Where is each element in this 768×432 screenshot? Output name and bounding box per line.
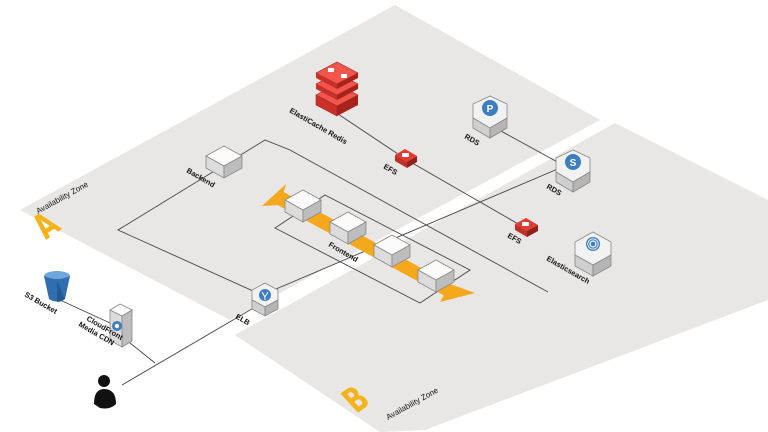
- efs-icon: [515, 218, 538, 237]
- line-elb-to-backend: [117, 139, 549, 296]
- load-balancer-icon: [251, 282, 279, 317]
- rds-database-icon: P: [472, 95, 508, 139]
- user-icon: [94, 375, 116, 409]
- availability-zone-a-area: [20, 5, 600, 320]
- efs-icon: [395, 149, 417, 168]
- line-user-to-elb: [121, 302, 263, 386]
- line-s3-to-cloudfront: [59, 299, 111, 324]
- elasticsearch-icon: [574, 231, 612, 277]
- backend-server: [205, 145, 243, 179]
- frontend-scaling-arrow: [262, 184, 475, 302]
- elb-label: ELB: [234, 312, 252, 328]
- redis-icon: [315, 61, 359, 117]
- line-elb-to-rds: [261, 167, 561, 296]
- rds-b-glyph: S: [570, 158, 577, 169]
- connection-lines: [59, 111, 573, 386]
- rds-database-icon: S: [555, 149, 591, 193]
- frontend-server: [284, 189, 322, 223]
- s3-bucket-icon: [44, 271, 70, 302]
- frontend-server: [373, 234, 411, 268]
- frontend-server: [417, 259, 455, 293]
- frontend-server: [329, 211, 367, 245]
- cloudfront-icon: [109, 303, 133, 348]
- availability-zone-b-area: [235, 123, 768, 432]
- rds-a-glyph: P: [487, 104, 494, 115]
